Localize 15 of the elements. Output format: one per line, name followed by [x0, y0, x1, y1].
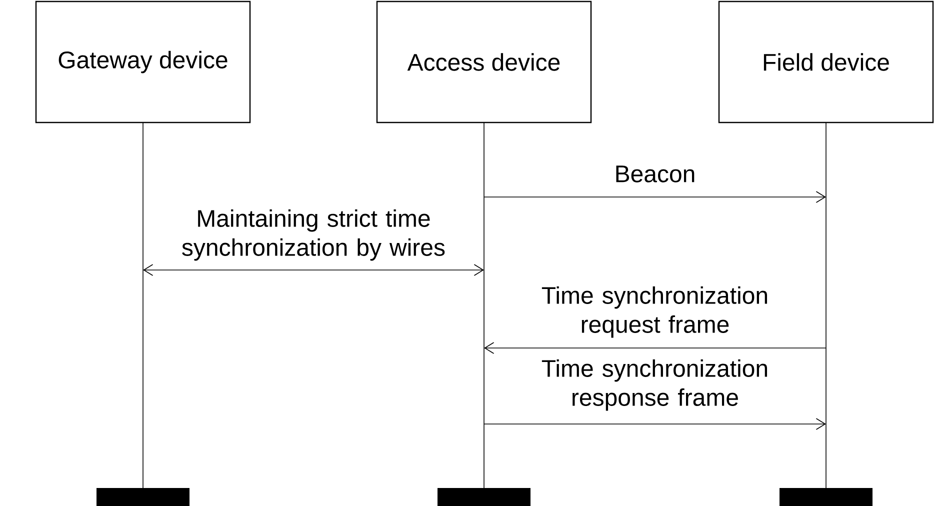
end-bar: [96, 488, 190, 506]
end-bar: [438, 488, 530, 506]
message-arrow: [484, 342, 826, 354]
end-bar: [780, 488, 872, 506]
message-arrow: [484, 418, 826, 430]
message-arrow: [484, 191, 826, 203]
edge-label: Beacon: [616, 166, 694, 182]
device-box: Field device: [718, 0, 934, 124]
device-box: Gateway device: [35, 0, 251, 124]
lifeline: [142, 122, 144, 488]
edge-label: Time synchronization response frame: [542, 359, 768, 411]
device-box: Access device: [376, 0, 592, 124]
edge-label: Maintaining strict time synchronization by wires: [182, 209, 445, 261]
message-arrow: [143, 264, 484, 276]
edge-label: Time synchronization request frame: [542, 286, 768, 338]
